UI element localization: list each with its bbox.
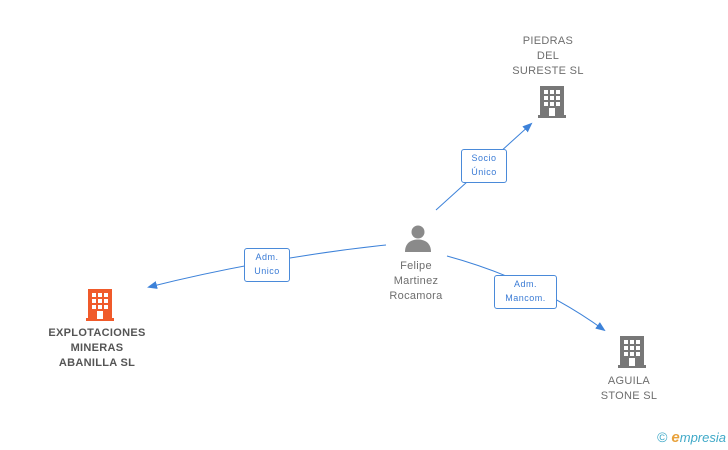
edge-label-line: Socio (471, 153, 497, 163)
edge-label-line: Unico (254, 266, 280, 276)
edge-label-adm-unico: Adm. Unico (244, 248, 290, 282)
building-icon (538, 86, 566, 118)
person-label-line: Rocamora (389, 290, 443, 302)
company-label-explotaciones[interactable]: EXPLOTACIONES MINERAS ABANILLA SL (27, 326, 167, 371)
building-icon (618, 336, 646, 368)
company-label-line: PIEDRAS (522, 35, 574, 47)
person-icon (405, 225, 431, 252)
footer-brand: © empresia (657, 428, 726, 446)
company-label-piedras[interactable]: PIEDRAS DEL SURESTE SL (498, 34, 598, 79)
person-label-line: Martinez (393, 275, 439, 287)
company-label-line: AGUILA (607, 375, 651, 387)
brand-logo: empresia (671, 429, 726, 446)
company-label-line: STONE SL (600, 390, 658, 402)
company-label-line: ABANILLA SL (58, 357, 136, 369)
company-label-line: DEL (536, 50, 560, 62)
edge-label-line: Adm. (513, 279, 537, 289)
person-label-line: Felipe (400, 260, 432, 272)
company-label-line: EXPLOTACIONES (48, 327, 146, 339)
edge-label-line: Único (471, 167, 497, 177)
person-label[interactable]: Felipe Martinez Rocamora (366, 259, 466, 304)
company-label-line: MINERAS (70, 342, 124, 354)
company-label-aguila[interactable]: AGUILA STONE SL (579, 374, 679, 404)
copyright-symbol: © (657, 429, 668, 445)
brand-initial: e (671, 428, 680, 446)
edge-label-line: Adm. (255, 252, 279, 262)
edge-label-adm-mancom: Adm. Mancom. (494, 275, 557, 309)
building-icon (86, 289, 114, 321)
company-label-line: SURESTE SL (512, 65, 584, 77)
edge-label-line: Mancom. (505, 293, 546, 303)
brand-name: mpresia (679, 429, 726, 445)
edge-label-socio: Socio Único (461, 149, 507, 183)
